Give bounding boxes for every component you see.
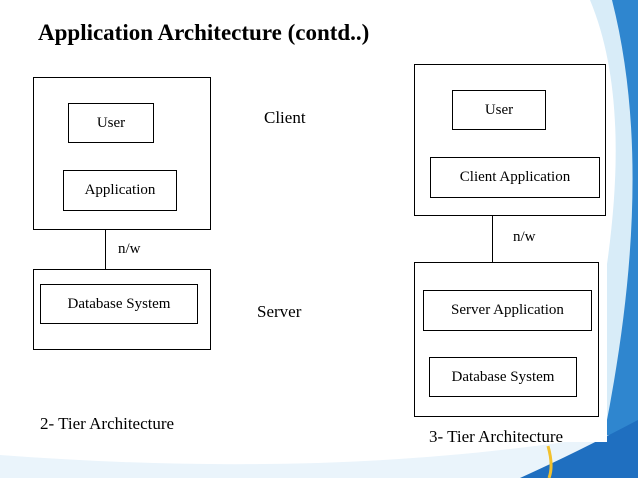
- three-tier-database-box: Database System: [429, 357, 577, 397]
- two-tier-user-label: User: [96, 114, 126, 131]
- client-label: Client: [264, 108, 306, 127]
- three-tier-server-application-label: Server Application: [451, 302, 564, 318]
- two-tier-application-label: Application: [84, 182, 156, 198]
- three-tier-client-application-box: Client Application: [430, 157, 600, 198]
- two-tier-network-label: n/w: [118, 241, 141, 257]
- architecture-diagram: User Application n/w Database System 2- …: [31, 62, 607, 446]
- three-tier-connector: [492, 216, 493, 263]
- three-tier-database-label: Database System: [451, 368, 555, 385]
- two-tier-server-box: Database System: [33, 269, 211, 350]
- three-tier-user-label: User: [484, 101, 514, 118]
- three-tier-server-box: Server Application Database System: [414, 262, 599, 417]
- two-tier-database-box: Database System: [40, 284, 198, 324]
- two-tier-user-box: User: [68, 103, 154, 143]
- slide-title: Application Architecture (contd..): [38, 20, 370, 45]
- three-tier-server-application-box: Server Application: [423, 290, 592, 331]
- two-tier-connector: [105, 230, 106, 270]
- three-tier-network-label: n/w: [513, 229, 536, 245]
- two-tier-database-label: Database System: [67, 295, 171, 312]
- two-tier-caption: 2- Tier Architecture: [40, 414, 175, 433]
- two-tier-application-box: Application: [63, 170, 177, 211]
- three-tier-client-box: User Client Application: [414, 64, 606, 216]
- server-label: Server: [257, 302, 302, 321]
- two-tier-client-box: User Application: [33, 77, 211, 230]
- three-tier-client-application-label: Client Application: [459, 169, 571, 185]
- three-tier-user-box: User: [452, 90, 546, 130]
- three-tier-caption: 3- Tier Architecture: [429, 427, 564, 446]
